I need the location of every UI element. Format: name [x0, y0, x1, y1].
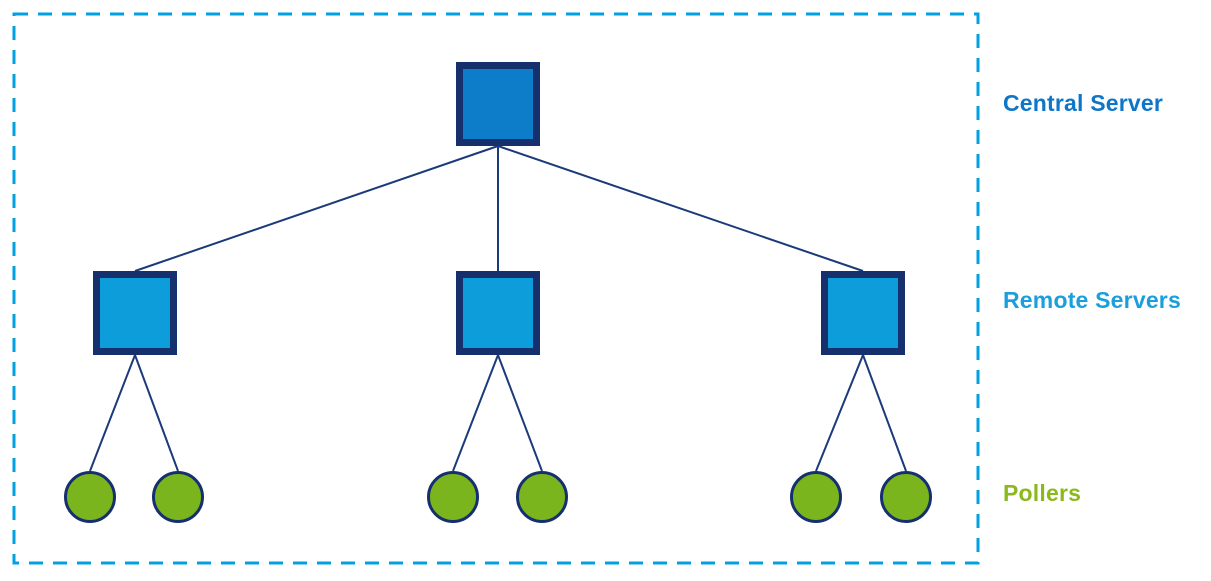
remote-server-node-2[interactable] — [456, 271, 540, 355]
poller-node-4[interactable] — [516, 471, 568, 523]
poller-node-2[interactable] — [152, 471, 204, 523]
connector-central-server-node-to-remote-server-node-3 — [497, 145, 864, 272]
central-server-node[interactable] — [456, 62, 540, 146]
tier-label-central-server: Central Server — [1003, 90, 1164, 116]
connector-remote-server-node-3-to-poller-node-6 — [862, 354, 907, 472]
remote-server-node-3[interactable] — [821, 271, 905, 355]
connector-layer — [89, 145, 907, 472]
remote-server-node-1[interactable] — [93, 271, 177, 355]
poller-node-3[interactable] — [427, 471, 479, 523]
poller-node-1[interactable] — [64, 471, 116, 523]
connector-central-server-node-to-remote-server-node-1 — [134, 145, 499, 272]
connector-remote-server-node-1-to-poller-node-1 — [89, 354, 136, 472]
tier-label-remote-servers: Remote Servers — [1003, 287, 1181, 313]
deployment-boundary — [12, 12, 980, 565]
poller-node-5[interactable] — [790, 471, 842, 523]
connector-remote-server-node-2-to-poller-node-3 — [452, 354, 499, 472]
tier-label-pollers: Pollers — [1003, 480, 1082, 506]
connector-remote-server-node-3-to-poller-node-5 — [815, 354, 864, 472]
poller-node-6[interactable] — [880, 471, 932, 523]
connector-remote-server-node-1-to-poller-node-2 — [134, 354, 179, 472]
connector-remote-server-node-2-to-poller-node-4 — [497, 354, 543, 472]
node-layer — [64, 62, 932, 523]
